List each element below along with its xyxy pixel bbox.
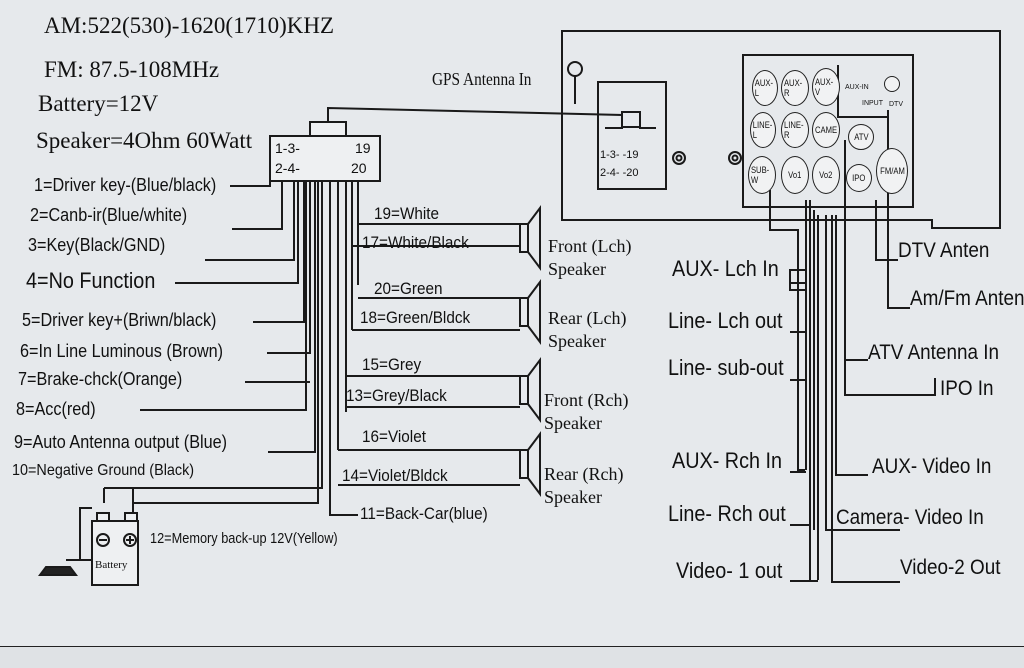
aux-in-label: AUX-IN	[845, 84, 869, 91]
gps-antenna-label: GPS Antenna In	[432, 69, 532, 89]
gps-cable	[327, 106, 640, 128]
aux-r-jack-icon: AUX-R	[781, 70, 809, 106]
pin-10-label: 10=Negative Ground (Black)	[12, 462, 195, 479]
speaker-rear-rch-label: Rear (Rch)Speaker	[544, 464, 624, 507]
jack-panel	[742, 54, 914, 208]
connector-tab	[309, 121, 347, 137]
line-r-jack-icon: LINE-R	[781, 112, 809, 148]
aux-l-jack-icon: AUX-L	[752, 70, 778, 106]
socket-row1: 1-3- -19	[600, 149, 639, 161]
ipo-in-label: IPO In	[940, 377, 994, 400]
connector-row1-left: 1-3-	[275, 140, 300, 156]
wire-16-label: 16=Violet	[362, 427, 426, 446]
socket-row2: 2-4- -20	[600, 167, 639, 179]
came-jack-icon: CAME	[812, 112, 840, 148]
connector-row1-right: 19	[355, 140, 371, 156]
battery-label: Battery	[95, 559, 128, 571]
speaker-front-rch-label: Front (Rch)Speaker	[544, 390, 629, 433]
camera-video-in-label: Camera- Video In	[836, 506, 984, 529]
wire-18-label: 18=Green/Bldck	[360, 308, 471, 327]
input-label: INPUT	[862, 100, 883, 107]
back-car-label: 11=Back-Car(blue)	[360, 504, 488, 523]
video-2-out-label: Video-2 Out	[900, 556, 1001, 579]
aux-rch-in-label: AUX- Rch In	[672, 448, 783, 473]
speaker-rear-rch-icon	[519, 431, 541, 497]
atv-antenna-in-label: ATV Antenna In	[868, 341, 999, 364]
pin-3-label: 3=Key(Black/GND)	[28, 235, 166, 255]
wire-17-label: 17=White/Black	[362, 233, 469, 252]
speaker-front-lch-label: Front (Lch)Speaker	[548, 236, 632, 279]
pin-8-label: 8=Acc(red)	[16, 399, 96, 419]
aux-video-in-label: AUX- Video In	[872, 455, 992, 478]
head-unit-outline	[561, 30, 1001, 229]
gps-socket	[597, 81, 667, 190]
pin-7-label: 7=Brake-chck(Orange)	[18, 369, 183, 389]
line-lch-out-label: Line- Lch out	[668, 308, 783, 333]
battery-box	[91, 520, 139, 586]
pin-1-label: 1=Driver key-(Blue/black)	[34, 175, 217, 195]
aux-v-jack-icon: AUX-V	[812, 68, 840, 106]
atv-jack-icon: ATV	[848, 124, 874, 150]
wire-19-label: 19=White	[374, 204, 440, 223]
iso-connector	[269, 135, 381, 182]
connector-row2-right: 20	[351, 160, 367, 176]
dtv-anten-label: DTV Anten	[898, 239, 990, 262]
memory-backup-label: 12=Memory back-up 12V(Yellow)	[150, 530, 338, 547]
speaker-rear-lch-label: Rear (Lch)Speaker	[548, 308, 627, 351]
spec-speaker: Speaker=4Ohm 60Watt	[36, 128, 253, 153]
video-1-out-label: Video- 1 out	[676, 558, 783, 583]
pin-2-label: 2=Canb-ir(Blue/white)	[30, 205, 188, 225]
pin-4-label: 4=No Function	[26, 268, 156, 293]
vo1-jack-icon: Vo1	[781, 156, 809, 194]
ipo-jack-icon: IPO	[846, 164, 872, 192]
pin-6-label: 6=In Line Luminous (Brown)	[20, 341, 224, 361]
spec-am-range: AM:522(530)-1620(1710)KHZ	[44, 13, 335, 38]
wire-20-label: 20=Green	[374, 279, 443, 298]
speaker-rear-lch-icon	[519, 279, 541, 345]
fm-am-jack-icon: FM/AM	[876, 148, 908, 194]
am-fm-anten-label: Am/Fm Anten	[910, 287, 1024, 310]
speaker-front-rch-icon	[519, 357, 541, 423]
wire-14-label: 14=Violet/Bldck	[342, 466, 448, 485]
spec-fm-range: FM: 87.5-108MHz	[44, 57, 220, 82]
wire-13-label: 13=Grey/Black	[346, 386, 447, 405]
aux-lch-in-label: AUX- Lch In	[672, 256, 779, 281]
dtv-jack-label: DTV	[889, 101, 903, 108]
line-l-jack-icon: LINE-L	[750, 112, 776, 148]
speaker-front-lch-icon	[519, 205, 541, 271]
line-sub-out-label: Line- sub-out	[668, 355, 784, 380]
connector-row2-left: 2-4-	[275, 160, 300, 176]
pin-5-label: 5=Driver key+(Briwn/black)	[22, 310, 217, 330]
pin-9-label: 9=Auto Antenna output (Blue)	[14, 432, 228, 452]
dtv-jack-icon	[884, 76, 900, 92]
wire-15-label: 15=Grey	[362, 355, 422, 374]
line-rch-out-label: Line- Rch out	[668, 501, 786, 526]
spec-battery: Battery=12V	[38, 91, 159, 116]
sub-w-jack-icon: SUB-W	[748, 156, 776, 194]
attention-strip	[0, 646, 1024, 668]
vo2-jack-icon: Vo2	[812, 156, 840, 194]
